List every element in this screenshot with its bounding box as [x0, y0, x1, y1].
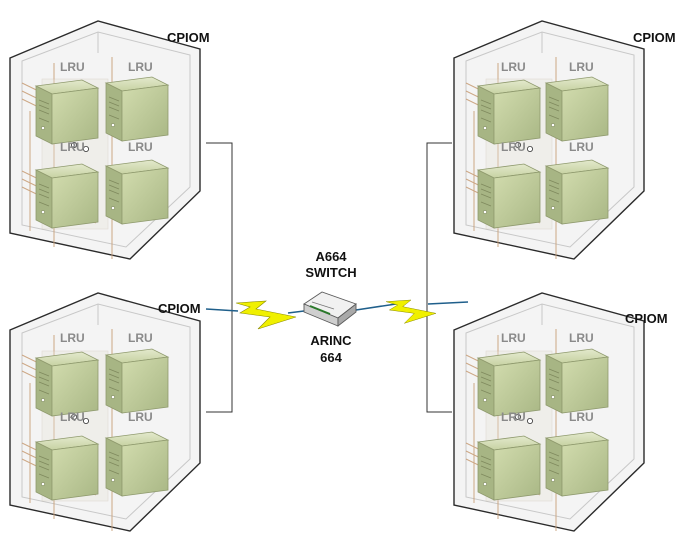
lru-label: LRU — [60, 410, 85, 424]
lru-label: LRU — [569, 60, 594, 74]
lru-top-right-2: LRU — [545, 60, 609, 142]
cpiom-bottom-right: LRU LRU LRU LRU CPIOM — [453, 292, 668, 532]
server-unit-icon — [545, 431, 609, 497]
lru-top-right-4: LRU — [545, 140, 609, 225]
lru-bottom-right-1: LRU — [477, 331, 541, 417]
lru-top-left-3: LRU — [35, 140, 99, 229]
lru-label: LRU — [569, 410, 594, 424]
lru-top-left-1: LRU — [35, 60, 99, 145]
lru-label: LRU — [501, 60, 526, 74]
lightning-bolt-icon — [235, 300, 297, 330]
lru-bottom-left-4: LRU — [105, 410, 169, 497]
server-unit-icon — [545, 76, 609, 142]
cpiom-label-bottom-left: CPIOM — [158, 301, 201, 316]
lru-label: LRU — [501, 140, 526, 154]
server-unit-icon — [105, 431, 169, 497]
lru-top-right-3: LRU — [477, 140, 541, 229]
server-unit-icon — [35, 163, 99, 229]
a664-switch: A664 SWITCH ARINC 664 — [303, 249, 357, 365]
lru-bottom-left-2: LRU — [105, 331, 169, 414]
lru-label: LRU — [128, 410, 153, 424]
server-unit-icon — [477, 163, 541, 229]
wire-left — [206, 142, 233, 413]
lru-bottom-left-3: LRU — [35, 410, 99, 501]
server-unit-icon — [35, 79, 99, 145]
server-unit-icon — [545, 159, 609, 225]
switch-title-line1: A664 — [315, 249, 347, 264]
server-unit-icon — [35, 435, 99, 501]
cpiom-top-left: LRU LRU LRU LRU CPIOM — [9, 20, 210, 260]
server-unit-icon — [477, 351, 541, 417]
switch-caption-line1: ARINC — [310, 333, 352, 348]
lru-label: LRU — [128, 140, 153, 154]
cpiom-top-right: LRU LRU LRU LRU CPIOM — [453, 20, 676, 260]
switch-title-line2: SWITCH — [305, 265, 356, 280]
lru-top-left-4: LRU — [105, 140, 169, 225]
link-right — [355, 299, 469, 324]
switch-caption-line2: 664 — [320, 350, 342, 365]
lru-bottom-left-1: LRU — [35, 331, 99, 417]
server-unit-icon — [105, 159, 169, 225]
link-left — [205, 300, 305, 330]
lru-top-left-2: LRU — [105, 60, 169, 142]
lru-bottom-right-3: LRU — [477, 410, 541, 501]
cpiom-label: CPIOM — [167, 30, 210, 45]
lru-label: LRU — [128, 331, 153, 345]
lru-label: LRU — [501, 410, 526, 424]
server-unit-icon — [35, 351, 99, 417]
server-unit-icon — [105, 76, 169, 142]
lru-label: LRU — [60, 60, 85, 74]
lru-label: LRU — [501, 331, 526, 345]
lru-label: LRU — [569, 140, 594, 154]
lru-label: LRU — [60, 140, 85, 154]
lru-label: LRU — [569, 331, 594, 345]
server-unit-icon — [545, 348, 609, 414]
server-unit-icon — [477, 79, 541, 145]
cpiom-label: CPIOM — [625, 311, 668, 326]
network-switch-icon — [303, 291, 357, 327]
lru-top-right-1: LRU — [477, 60, 541, 145]
lru-bottom-right-2: LRU — [545, 331, 609, 414]
lru-label: LRU — [60, 331, 85, 345]
wire-right — [426, 142, 452, 413]
server-unit-icon — [477, 435, 541, 501]
server-unit-icon — [105, 348, 169, 414]
lru-bottom-right-4: LRU — [545, 410, 609, 497]
lru-label: LRU — [128, 60, 153, 74]
cpiom-label: CPIOM — [633, 30, 676, 45]
cpiom-bottom-left: LRU LRU LRU LRU — [9, 292, 201, 532]
